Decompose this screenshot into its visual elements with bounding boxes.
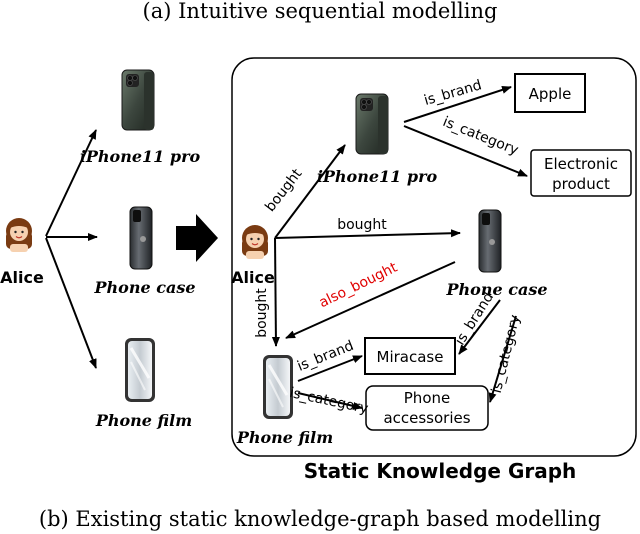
iphone-label-left: iPhone11 pro xyxy=(80,147,201,166)
alice-avatar-left xyxy=(5,217,33,253)
apple-box-label: Apple xyxy=(529,85,572,103)
caption-top: (a) Intuitive sequential modelling xyxy=(143,0,498,23)
edge-bought-iphone xyxy=(274,144,346,239)
edge-is-brand-iphone xyxy=(403,85,512,123)
iphone-image-left xyxy=(121,69,155,131)
case-label-left: Phone case xyxy=(93,278,195,297)
apple-box xyxy=(514,73,586,113)
kg-frame xyxy=(231,57,637,457)
film-image-left xyxy=(123,336,157,404)
transition-arrow-icon xyxy=(176,214,218,262)
label-is-category-iphone: is_category xyxy=(440,114,520,159)
alice-label-kg: Alice xyxy=(231,268,275,287)
miracase-box xyxy=(364,337,456,375)
electronic-product-label-line1: Electronic xyxy=(544,155,618,173)
label-is-category-film: is_category xyxy=(288,385,370,417)
film-image-kg xyxy=(261,353,295,421)
kg-panel: Alice iPhone11 pro Phone case Phone film… xyxy=(231,73,632,483)
iphone-label-kg: iPhone11 pro xyxy=(317,167,438,186)
edge-is-category-film xyxy=(297,392,363,410)
electronic-product-label-line2: product xyxy=(552,175,610,193)
iphone-image-kg xyxy=(355,93,389,155)
label-is-brand-iphone: is_brand xyxy=(422,77,483,109)
edge-also-bought xyxy=(285,261,456,339)
seq-arrow-iphone xyxy=(45,129,97,237)
miracase-box-label: Miracase xyxy=(377,348,444,366)
case-image-left xyxy=(129,206,153,270)
phone-accessories-box xyxy=(365,385,489,431)
edge-is-category-case xyxy=(488,315,517,403)
phone-accessories-label-line2: accessories xyxy=(383,409,470,427)
kg-title: Static Knowledge Graph xyxy=(304,459,577,483)
edge-is-category-iphone xyxy=(403,125,528,177)
edge-bought-film xyxy=(271,237,280,347)
left-sequential-panel: Alice iPhone11 pro Phone case Phone film xyxy=(0,69,201,430)
label-bought-case: bought xyxy=(337,217,387,233)
caption-bottom: (b) Existing static knowledge-graph base… xyxy=(39,507,601,531)
label-is-category-case: is_category xyxy=(489,313,524,395)
film-label-kg: Phone film xyxy=(236,428,333,447)
edge-bought-case xyxy=(274,229,461,239)
electronic-product-box xyxy=(530,149,632,197)
label-bought-film: bought xyxy=(254,288,270,338)
alice-label-left: Alice xyxy=(0,268,44,287)
case-label-kg: Phone case xyxy=(445,280,547,299)
edge-is-brand-film xyxy=(297,355,363,382)
alice-avatar-kg xyxy=(241,224,269,260)
film-label-left: Phone film xyxy=(95,411,192,430)
label-also-bought: also_bought xyxy=(317,259,401,311)
phone-accessories-label-line1: Phone xyxy=(404,389,450,407)
label-bought-iphone: bought xyxy=(262,166,305,215)
seq-arrow-film xyxy=(45,237,97,369)
case-image-kg xyxy=(478,209,502,273)
edge-is-brand-case xyxy=(458,299,501,355)
